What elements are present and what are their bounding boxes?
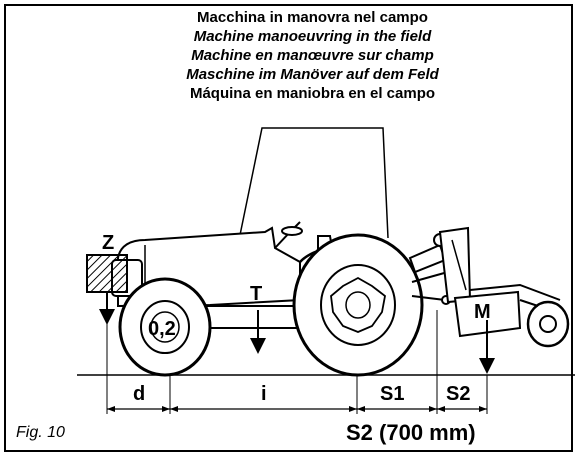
label-i: i (261, 383, 267, 405)
title-italian: Macchina in manovra nel campo (197, 9, 428, 26)
title-spanish: Máquina en maniobra en el campo (189, 85, 436, 102)
label-z: Z (102, 232, 114, 254)
dimension-line (107, 406, 487, 412)
label-s2: S2 (446, 383, 470, 405)
label-m: M (474, 301, 491, 323)
force-arrows (99, 292, 495, 374)
label-d: d (133, 383, 145, 405)
diagram-titles: Macchina in manovra nel campo Machine ma… (150, 8, 475, 103)
implement-hitch (408, 226, 472, 305)
tractor-cab (239, 127, 389, 239)
label-s1: S1 (380, 383, 404, 405)
s2-total-label: S2 (700 mm) (346, 420, 476, 445)
rear-wheel (292, 233, 424, 377)
title-english: Machine manoeuvring in the field (193, 28, 432, 45)
ballast-weight (86, 254, 128, 293)
label-t: T (250, 283, 262, 305)
title-german: Maschine im Manöver auf dem Feld (186, 66, 439, 83)
title-french: Machine en manœuvre sur champ (191, 47, 434, 64)
figure-caption: Fig. 10 (16, 424, 65, 441)
label-front-wheel-load: 0,2 (148, 318, 176, 340)
front-wheel (118, 277, 212, 377)
implement (453, 283, 570, 348)
